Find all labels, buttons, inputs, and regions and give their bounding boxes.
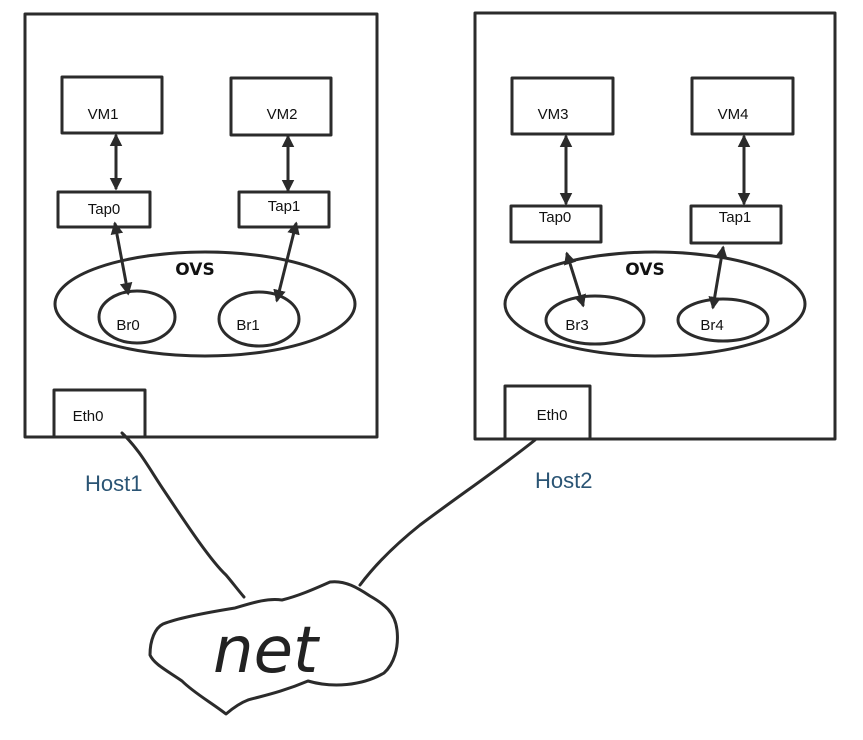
- host1-ovs-label: OVS: [175, 260, 214, 280]
- host1-eth0-box: [52, 388, 147, 439]
- host2-ovs-ellipse: [503, 250, 807, 358]
- host1-tap1-label: Tap1: [268, 198, 301, 215]
- host2-tap1-box: [689, 204, 783, 245]
- host2-tap0-label: Tap0: [539, 209, 572, 226]
- host1-tap0-box: [56, 190, 152, 229]
- host1-vm2-label: VM2: [267, 106, 298, 123]
- host2-group: [473, 11, 837, 441]
- host1-tap1-br1-arrow: [273, 221, 300, 303]
- host1-vm1-label: VM1: [88, 106, 119, 123]
- host2-tap1-br4-arrow: [708, 245, 728, 310]
- host1-tap0-label: Tap0: [88, 201, 121, 218]
- host2-tap0-box: [509, 204, 603, 244]
- host2-br3-label: Br3: [565, 317, 588, 334]
- host1-group: [23, 12, 379, 439]
- host1-br1-ellipse: [217, 290, 301, 348]
- host2-br4-label: Br4: [700, 317, 723, 334]
- host1-br0-ellipse: [97, 289, 177, 345]
- host2-vm3-box: [510, 76, 615, 136]
- host2-eth0-box: [503, 384, 592, 441]
- net-label: net: [213, 614, 321, 688]
- host1-label: Host1: [85, 471, 142, 496]
- host2-br3-ellipse: [544, 294, 646, 346]
- host1-vm1-box: [60, 75, 164, 135]
- host2-vm3-label: VM3: [538, 106, 569, 123]
- host1-br1-label: Br1: [236, 317, 259, 334]
- host1-net-link: [120, 431, 246, 599]
- host1-eth0-label: Eth0: [73, 408, 104, 425]
- host1-vm2-box: [229, 76, 333, 137]
- host2-vm4-label: VM4: [718, 106, 749, 123]
- host2-vm4-box: [690, 76, 795, 136]
- host1-br0-label: Br0: [116, 317, 139, 334]
- host2-net-link: [358, 438, 537, 587]
- host2-box: [473, 11, 837, 441]
- host1-ovs-ellipse: [53, 250, 357, 358]
- host1-tap0-br0-arrow: [110, 221, 133, 296]
- host2-label: Host2: [535, 468, 592, 493]
- host2-ovs-label: OVS: [625, 260, 664, 280]
- net-cloud-shape: [148, 580, 399, 716]
- host1-box: [23, 12, 379, 439]
- host2-tap1-label: Tap1: [719, 209, 752, 226]
- host2-eth0-label: Eth0: [537, 407, 568, 424]
- host2-tap0-br3-arrow: [564, 251, 586, 308]
